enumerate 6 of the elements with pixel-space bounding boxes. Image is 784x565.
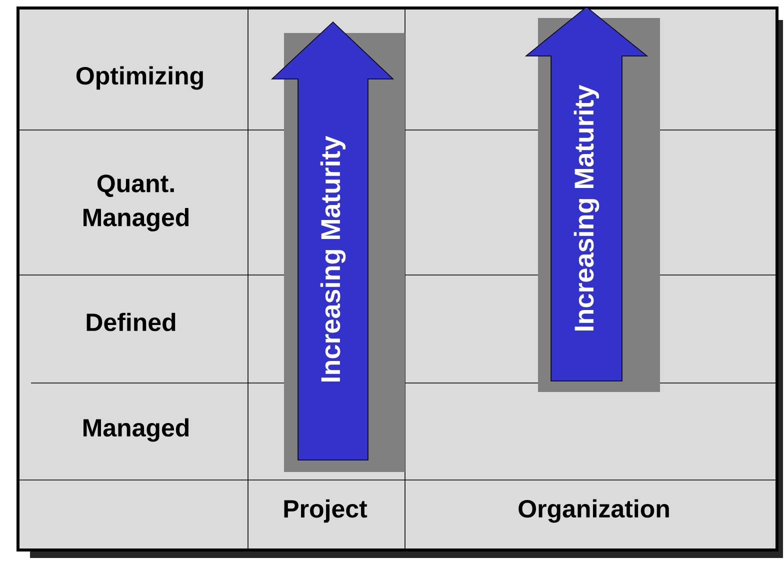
row-label: Quant. Managed	[84, 174, 189, 232]
row-label: Optimizing	[76, 66, 203, 90]
row-label: Managed	[84, 418, 189, 442]
row-label: Defined	[86, 312, 176, 332]
column-label: Organization	[518, 499, 669, 523]
column-label: Project	[284, 499, 368, 523]
